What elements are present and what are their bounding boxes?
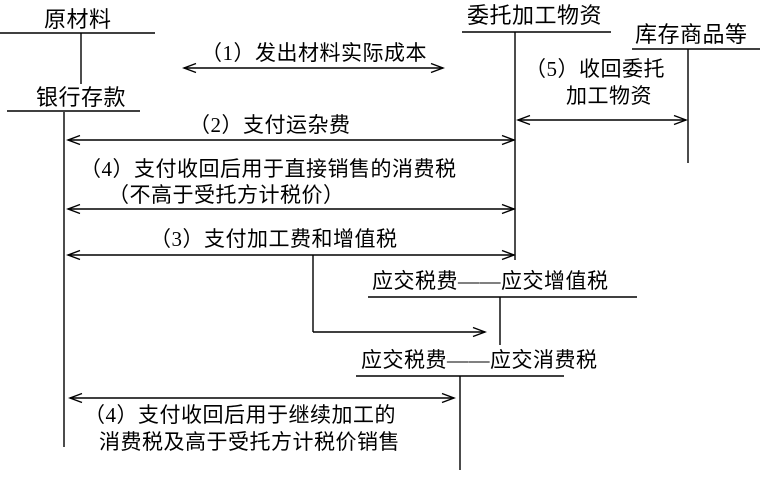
flow-1-label: （1）发出材料实际成本 — [201, 41, 427, 65]
flow-3-label: （3）支付加工费和增值税 — [150, 227, 398, 251]
bank-deposit-t-line — [7, 110, 140, 447]
flow-4-continue-label-line1: （4）支付收回后用于继续加工的 — [84, 403, 396, 427]
flow-2-arrow — [66, 134, 516, 146]
inventory-goods-t-line — [632, 48, 760, 163]
flow-5-arrow — [516, 114, 688, 126]
flow-4-direct-arrow — [66, 203, 516, 215]
vat-connector-arrow — [312, 255, 487, 338]
flow-4-continue-label-line2: 消费税及高于受托方计税价销售 — [99, 430, 400, 454]
tax-payable-consumption-account-title: 应交税费——应交消费税 — [361, 348, 598, 372]
flow-5-label-line2: 加工物资 — [566, 84, 652, 108]
flow-5-label-line1: （5）收回委托 — [525, 57, 665, 81]
tax-payable-vat-account-title: 应交税费——应交增值税 — [372, 269, 609, 293]
raw-materials-t-line — [0, 32, 155, 84]
flow-4-direct-label-line1: （4）支付收回后用于直接销售的消费税 — [80, 157, 457, 181]
consigned-processing-account-title: 委托加工物资 — [467, 3, 603, 28]
flow-4-direct-label-line2: （不高于受托方计税价） — [108, 183, 345, 207]
consumption-tax-t-line — [356, 375, 564, 470]
flow-2-label: （2）支付运杂费 — [189, 113, 351, 137]
bank-deposit-account-title: 银行存款 — [36, 85, 127, 110]
consigned-processing-t-line — [462, 31, 611, 260]
flow-3-arrow — [66, 249, 516, 261]
flow-4-continue-arrow — [68, 392, 456, 404]
raw-materials-account-title: 原材料 — [44, 7, 112, 32]
flow-1-arrow — [182, 62, 445, 74]
vat-t-line — [368, 296, 637, 345]
inventory-goods-account-title: 库存商品等 — [635, 22, 748, 47]
